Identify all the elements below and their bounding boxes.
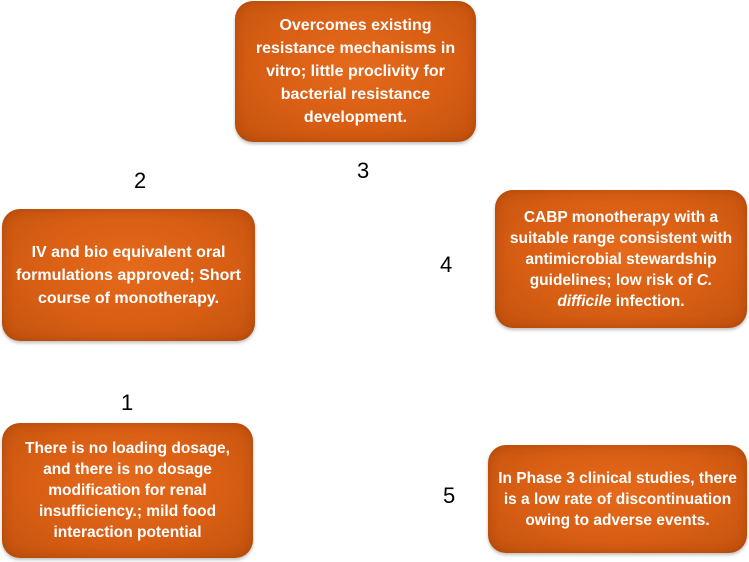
feature-number-3: 3 bbox=[357, 158, 370, 183]
feature-box-4-text: CABP monotherapy with a suitable range c… bbox=[505, 207, 737, 312]
feature-box-4: CABP monotherapy with a suitable range c… bbox=[495, 190, 747, 328]
feature-number-5: 5 bbox=[443, 483, 456, 508]
feature-box-1: There is no loading dosage, and there is… bbox=[2, 423, 253, 558]
feature-number-4: 4 bbox=[440, 252, 453, 277]
feature-box-4-italic-organism: C. difficile bbox=[557, 271, 713, 310]
feature-number-1: 1 bbox=[121, 390, 134, 415]
feature-box-4-text-start: CABP monotherapy with a suitable range c… bbox=[509, 208, 733, 289]
feature-number-2: 2 bbox=[134, 168, 147, 193]
feature-box-5-text: In Phase 3 clinical studies, there is a … bbox=[498, 469, 737, 529]
feature-box-1-text: There is no loading dosage, and there is… bbox=[25, 440, 230, 541]
feature-box-4-text-end: infection. bbox=[611, 292, 685, 310]
feature-box-2: IV and bio equivalent oral formulations … bbox=[2, 209, 255, 341]
feature-box-2-text: IV and bio equivalent oral formulations … bbox=[16, 243, 241, 307]
feature-box-5: In Phase 3 clinical studies, there is a … bbox=[488, 445, 747, 553]
feature-box-3-text: Overcomes existing resistance mechanisms… bbox=[255, 17, 456, 126]
feature-box-3: Overcomes existing resistance mechanisms… bbox=[235, 1, 476, 142]
